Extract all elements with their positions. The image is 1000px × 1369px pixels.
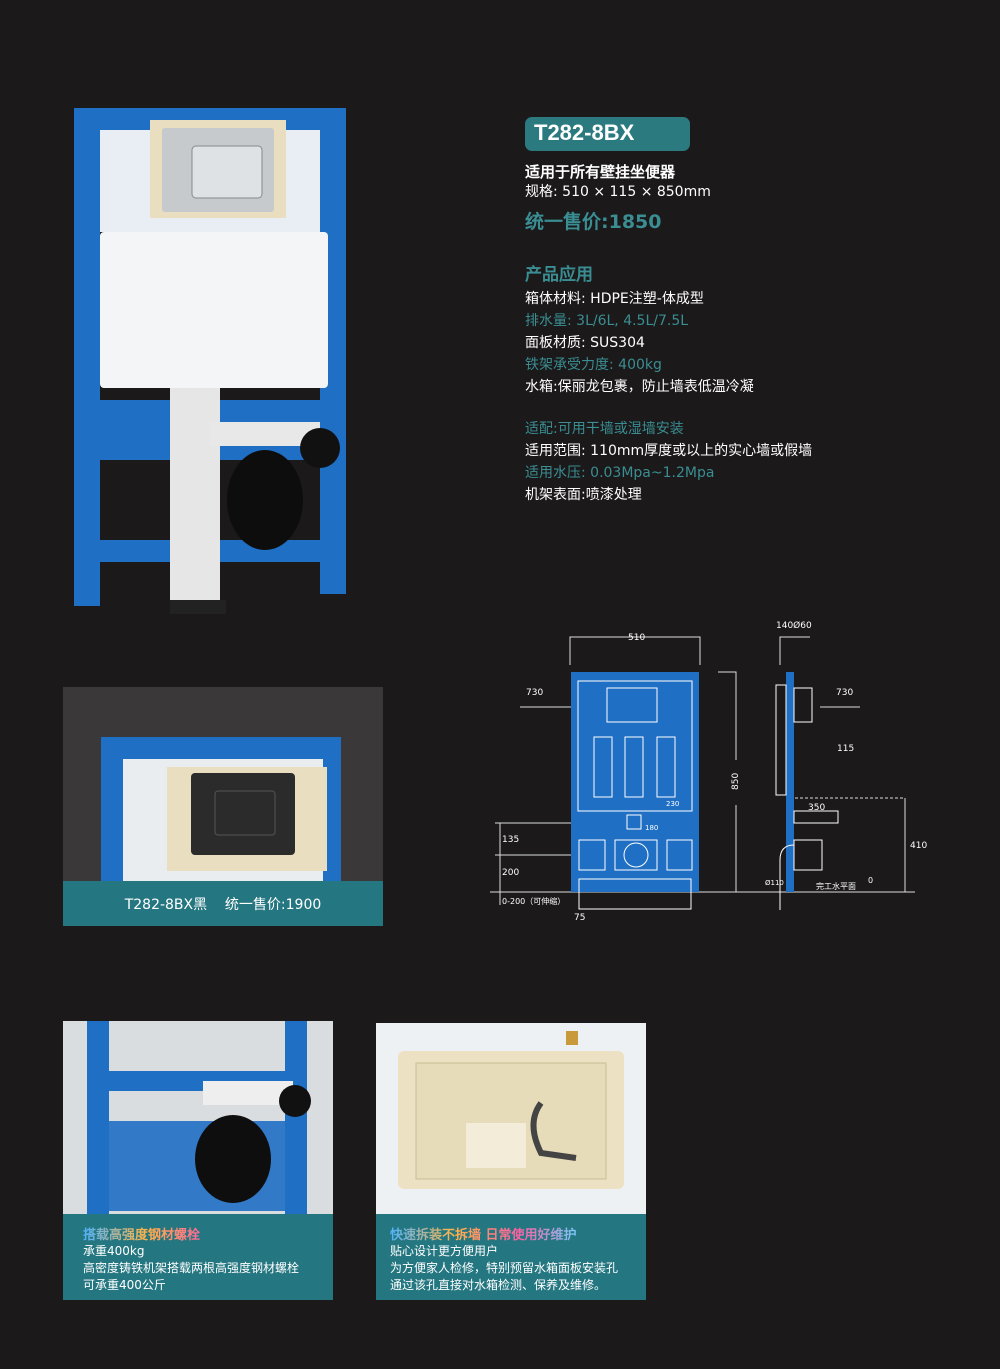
- feature-line: 高密度铸铁机架搭载两根高强度钢材螺栓: [83, 1261, 300, 1275]
- installation-list: 适配:可用干墙或湿墙安装 适用范围: 110mm厚度或以上的实心墙或假墙 适用水…: [525, 418, 812, 506]
- application-heading: 产品应用: [525, 265, 593, 285]
- dim-adjustable: 0-200（可伸缩）: [502, 896, 565, 906]
- dim-135: 135: [502, 835, 519, 845]
- spec-line: 箱体材料: HDPE注塑-体成型: [525, 291, 704, 307]
- product-spec: 规格: 510 × 115 × 850mm: [525, 184, 711, 200]
- feature-line: 可承重400公斤: [83, 1278, 166, 1292]
- dim-850: 850: [731, 773, 741, 790]
- feature-card-bolts: 搭载高强度钢材螺栓 承重400kg 高密度铸铁机架搭载两根高强度钢材螺栓 可承重…: [63, 1214, 333, 1300]
- dim-180: 180: [645, 824, 658, 832]
- dim-730-side: 730: [836, 688, 853, 698]
- product-subtitle: 适用于所有壁挂坐便器: [525, 163, 676, 181]
- floor-label: 完工水平面: [816, 881, 856, 891]
- dim-depth: 140Ø60: [776, 620, 812, 631]
- feature-line: 贴心设计更方便用户: [390, 1244, 499, 1258]
- model-badge: T282-8BX: [525, 117, 690, 151]
- feature-card-service: 快速拆装不拆墙 日常使用好维护 贴心设计更方便用户 为方便家人检修，特别预留水箱…: [376, 1214, 646, 1300]
- dim-200: 200: [502, 868, 519, 878]
- frame-side: [786, 672, 794, 892]
- dim-115: 115: [837, 744, 854, 754]
- spec-line: 适用范围: 110mm厚度或以上的实心墙或假墙: [525, 443, 813, 459]
- dim-230: 230: [666, 800, 679, 808]
- dim-pipe: Ø110: [765, 879, 784, 887]
- feature-line: 通过该孔直接对水箱检测、保养及维修。: [390, 1278, 607, 1292]
- frame-front: [571, 672, 699, 892]
- application-list: 箱体材料: HDPE注塑-体成型 排水量: 3L/6L, 4.5L/7.5L 面…: [525, 288, 754, 398]
- feature-line: 承重400kg: [83, 1244, 145, 1258]
- bolts-image: [63, 1021, 333, 1214]
- dim-width: 510: [628, 633, 645, 643]
- dimension-diagram: 510 140Ø60 730 730 115 850 230 180 350 4…: [490, 620, 927, 923]
- service-opening-image: [376, 1023, 646, 1214]
- spec-line: 铁架承受力度: 400kg: [525, 357, 662, 373]
- product-main-image: [70, 100, 350, 620]
- feature-line: 为方便家人检修，特别预留水箱面板安装孔: [390, 1261, 619, 1275]
- spec-line: 排水量: 3L/6L, 4.5L/7.5L: [525, 313, 689, 329]
- spec-line: 适用水压: 0.03Mpa~1.2Mpa: [525, 465, 715, 481]
- spec-line: 面板材质: SUS304: [525, 335, 645, 351]
- dim-410: 410: [910, 841, 927, 851]
- feature-title: 搭载高强度钢材螺栓: [83, 1224, 333, 1243]
- spec-line: 适配:可用干墙或湿墙安装: [525, 421, 684, 437]
- dim-75: 75: [574, 913, 585, 923]
- dim-350: 350: [808, 803, 825, 813]
- black-variant-caption-bar: T282-8BX黑 统一售价:1900: [63, 881, 383, 926]
- feature-title: 快速拆装不拆墙 日常使用好维护: [390, 1224, 646, 1243]
- floor-zero: 0: [868, 876, 873, 885]
- black-variant-image: [63, 687, 383, 881]
- spec-line: 水箱:保丽龙包裹，防止墙表低温冷凝: [525, 379, 754, 395]
- black-variant-caption: T282-8BX黑 统一售价:1900: [124, 897, 322, 913]
- product-price: 统一售价:1850: [525, 211, 662, 233]
- dim-730-front: 730: [526, 688, 543, 698]
- spec-line: 机架表面:喷漆处理: [525, 487, 642, 503]
